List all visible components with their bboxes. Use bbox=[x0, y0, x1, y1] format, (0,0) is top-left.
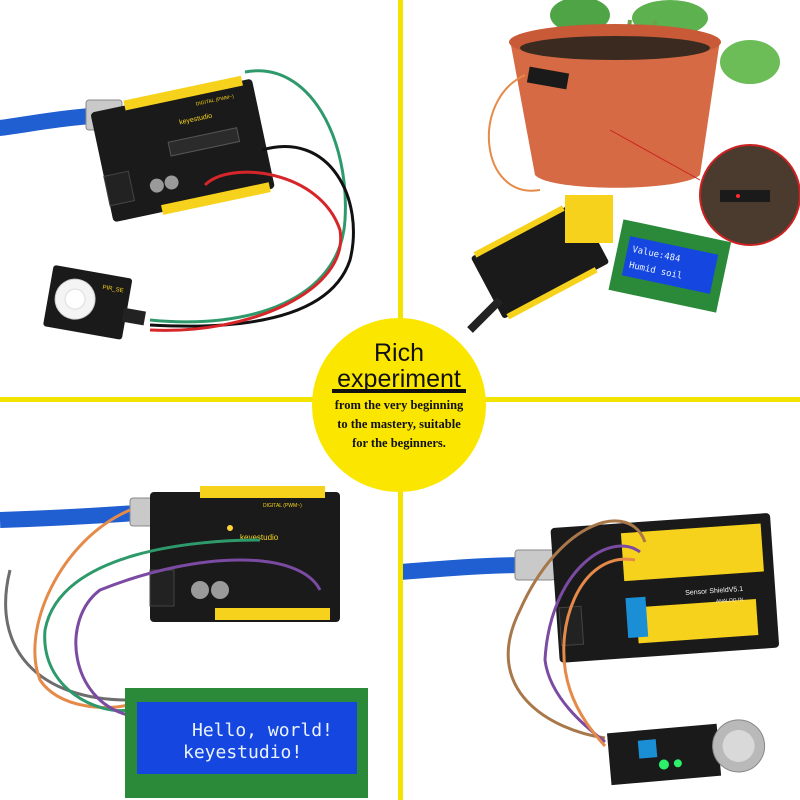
usb-cable bbox=[0, 504, 151, 528]
wire-orange bbox=[562, 557, 636, 747]
analog-label: ANALOG IN bbox=[716, 597, 744, 605]
lcd-module: Hello, world! keyestudio! bbox=[125, 688, 368, 798]
wire-purple bbox=[543, 544, 641, 744]
usb-cable bbox=[400, 557, 526, 580]
inset-probe bbox=[720, 190, 770, 202]
wire-green bbox=[149, 69, 347, 324]
badge-subtitle-line-2: to the mastery, suitable bbox=[337, 417, 461, 431]
center-badge: Rich experiment from the very beginning … bbox=[312, 318, 486, 492]
badge-title-line-1: Rich bbox=[373, 339, 424, 367]
photo-pir-sensor-experiment: keyestudio DIGITAL (PWM~) PIR_SE bbox=[0, 0, 400, 400]
badge-subtitle-line-1: from the very beginning bbox=[334, 398, 464, 412]
pir-sensor-module: PIR_SE bbox=[43, 265, 146, 340]
gas-experiment-illustration: Sensor ShieldV5.1 ANALOG IN bbox=[400, 513, 780, 786]
lcd-experiment-illustration: keyestudio DIGITAL (PWM~) Hello, world! … bbox=[0, 486, 368, 798]
photo-lcd-experiment: keyestudio DIGITAL (PWM~) Hello, world! … bbox=[0, 400, 400, 800]
badge-underline bbox=[332, 389, 466, 393]
pir-experiment-illustration: keyestudio DIGITAL (PWM~) PIR_SE bbox=[0, 69, 355, 340]
lcd-line-1: Hello, world! bbox=[192, 720, 333, 741]
pot-soil bbox=[520, 36, 710, 60]
lcd-module: Value:484 Humid soil bbox=[608, 219, 732, 313]
wire-orange bbox=[487, 74, 541, 192]
lcd-line-2: keyestudio! bbox=[183, 742, 302, 763]
badge-title-line-2: experiment bbox=[337, 365, 461, 393]
gas-sensor-module bbox=[607, 719, 766, 786]
wire-brown bbox=[506, 519, 647, 740]
board-pin-label: DIGITAL (PWM~) bbox=[263, 503, 302, 509]
board-brand-label: keyestudio bbox=[240, 533, 279, 542]
arduino-board: keyestudio DIGITAL (PWM~) bbox=[91, 75, 275, 222]
badge-subtitle-line-3: for the beginners. bbox=[352, 436, 446, 450]
badge-title: Rich experiment bbox=[312, 340, 486, 392]
usb-cable bbox=[0, 108, 100, 136]
breadboard bbox=[565, 195, 613, 243]
inset-led bbox=[736, 194, 740, 198]
flower-pot bbox=[510, 40, 720, 188]
wire-red bbox=[149, 170, 343, 332]
soil-experiment-illustration: Value:484 Humid soil bbox=[467, 0, 800, 333]
power-cable bbox=[467, 297, 503, 333]
photo-gas-sensor-experiment: Sensor ShieldV5.1 ANALOG IN bbox=[400, 400, 800, 800]
usb-plug bbox=[514, 549, 556, 581]
sensor-label: PIR_SE bbox=[102, 285, 124, 295]
plant-leaf bbox=[720, 40, 780, 84]
arduino-board: keyestudio DIGITAL (PWM~) bbox=[149, 486, 340, 622]
badge-subtitle: from the very beginning to the mastery, … bbox=[322, 396, 476, 453]
sensor-shield: Sensor ShieldV5.1 ANALOG IN bbox=[550, 513, 780, 663]
wire-green bbox=[43, 538, 261, 713]
zoom-line bbox=[609, 129, 701, 181]
photo-soil-moisture-experiment: Value:484 Humid soil bbox=[400, 0, 800, 400]
soil-probe bbox=[526, 66, 570, 90]
shield-label: Sensor ShieldV5.1 bbox=[685, 586, 743, 597]
wire-purple bbox=[74, 558, 322, 717]
